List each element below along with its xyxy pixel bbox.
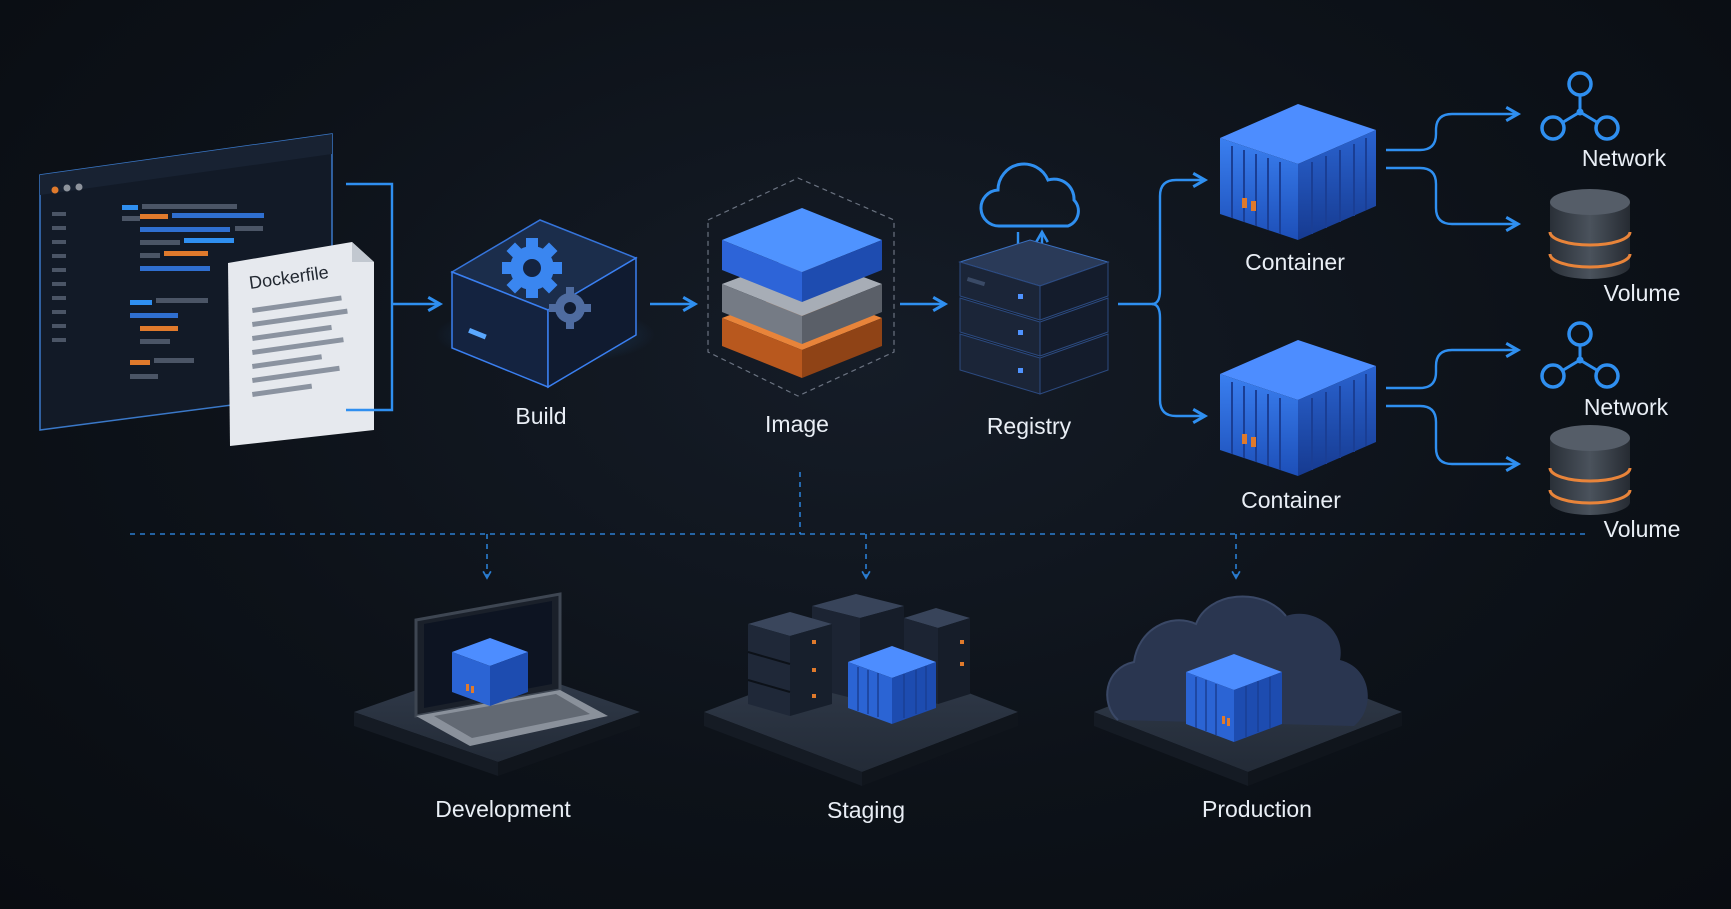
registry-label: Registry [987,413,1072,439]
container-2 [1220,340,1376,476]
build-label: Build [515,403,566,429]
server-rack-icon [747,594,970,724]
network-icon [1540,321,1620,389]
network-icon [1540,71,1620,141]
source-bracket-connector [346,182,394,412]
network-1-label: Network [1582,145,1667,171]
volume-1-label: Volume [1604,280,1681,306]
arrow-to-container-1 [1151,171,1209,306]
arrow-to-network-1 [1386,105,1522,152]
dockerfile-document: Dockerfile [228,242,374,446]
container-icon [452,638,528,706]
cloud-icon [979,162,1080,228]
window-dot-icon [51,186,59,194]
container-1 [1220,104,1376,240]
network-2-label: Network [1584,394,1669,420]
container-icon [848,646,936,724]
image-layers [707,177,895,397]
arrow-to-container-2 [1151,302,1209,425]
container-1-label: Container [1245,249,1345,275]
build-box [435,219,655,389]
volume-icon [1548,425,1632,515]
registry-server [958,162,1110,395]
production-label: Production [1202,796,1312,822]
production-platform [1094,595,1402,786]
volume-icon [1548,189,1632,279]
container-icon [1186,654,1282,742]
laptop-icon [414,592,608,746]
gear-icon [502,238,562,298]
container-2-label: Container [1241,487,1341,513]
volume-2-label: Volume [1604,516,1681,542]
arrow-to-network-2 [1386,341,1522,390]
development-platform [354,592,640,776]
development-label: Development [435,796,571,822]
arrow-to-volume-2 [1386,404,1522,473]
arrow-to-volume-1 [1386,166,1522,233]
image-label: Image [765,411,829,437]
staging-platform [704,594,1018,786]
staging-label: Staging [827,797,905,823]
small-gear-icon [549,287,591,329]
